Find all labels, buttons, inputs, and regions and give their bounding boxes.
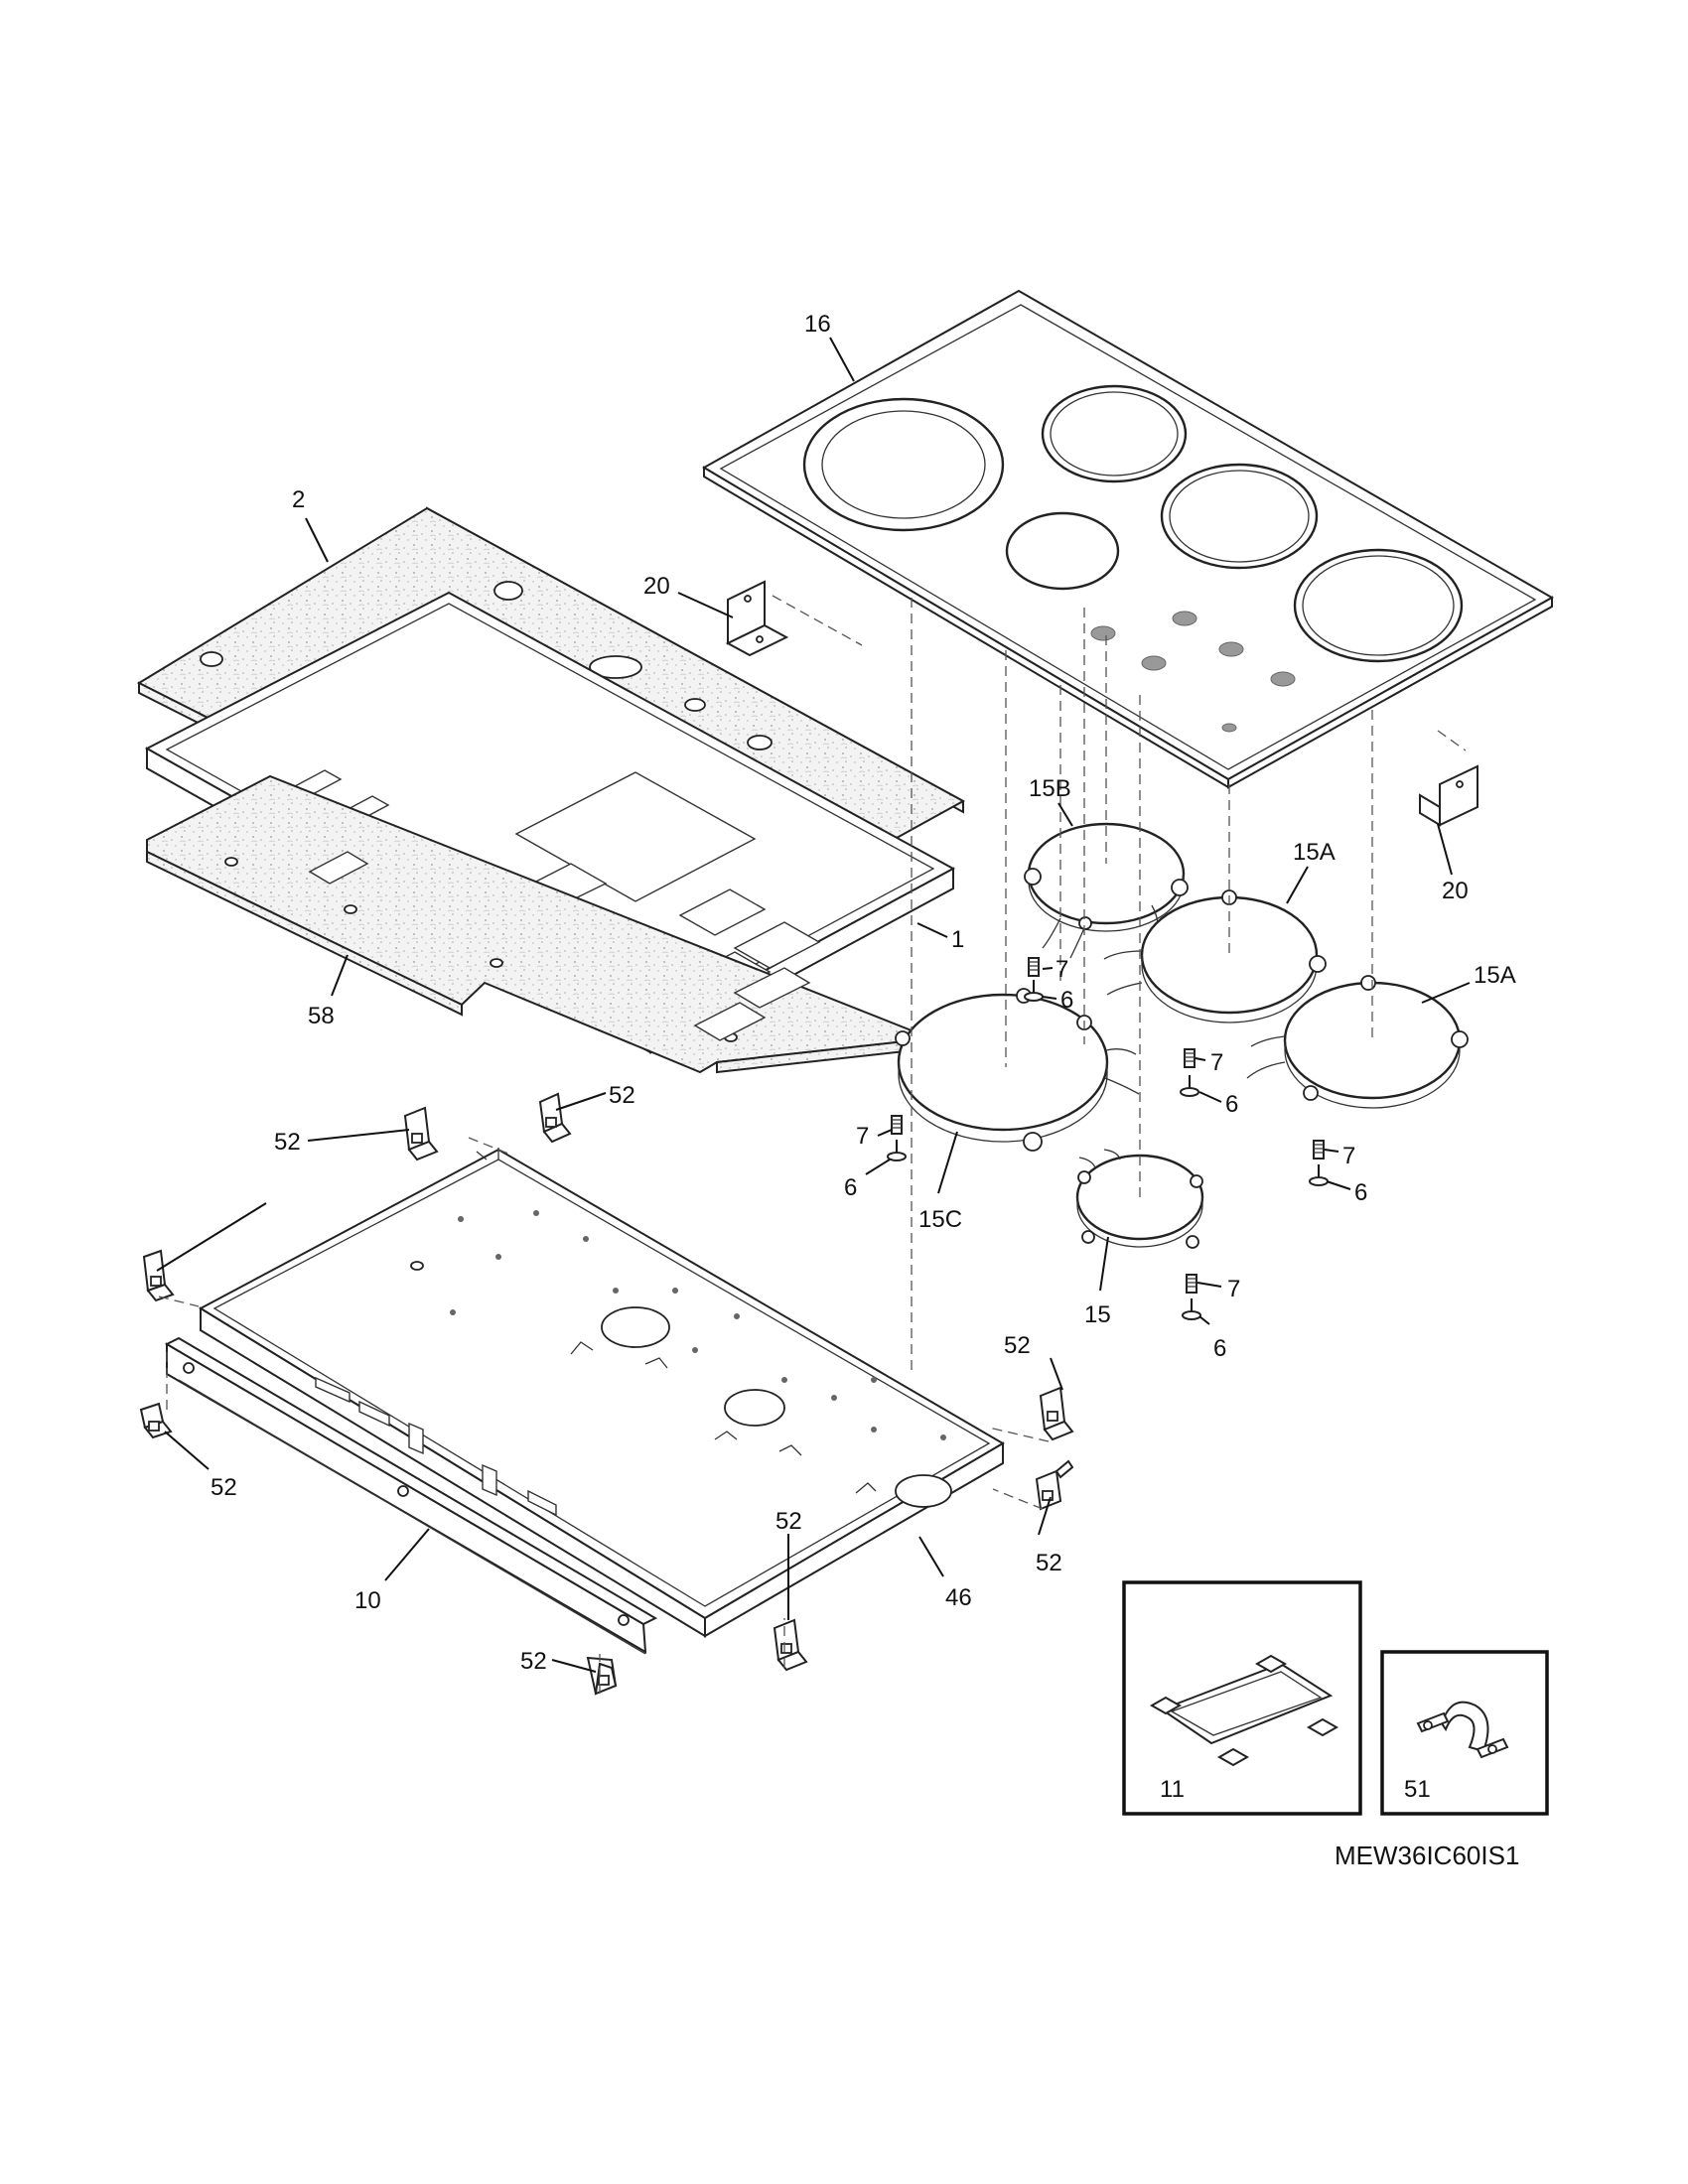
screw-part-6-d[interactable] [887,1140,907,1161]
callout-52-b: 52 [274,1129,301,1156]
callout-1: 1 [951,926,964,953]
callout-15: 15 [1084,1301,1111,1328]
model-code: MEW36IC60IS1 [1335,1841,1519,1870]
callout-15A-2: 15A [1474,962,1516,989]
bracket-part-20-right[interactable] [1419,764,1478,827]
alignment-lines [772,595,1467,1372]
clip-part-52-e[interactable] [1039,1386,1074,1441]
callout-52-d: 52 [1004,1332,1031,1359]
callout-52-f: 52 [775,1508,802,1535]
callout-52-e: 52 [1036,1550,1062,1576]
callout-58: 58 [308,1003,335,1029]
clip-part-52-c[interactable] [142,1249,175,1302]
callout-16: 16 [804,311,831,338]
spring-part-7-a[interactable] [1028,957,1040,977]
callout-15C: 15C [918,1206,962,1233]
callout-7-e: 7 [1227,1276,1240,1302]
callout-6-e: 6 [1213,1335,1226,1362]
screw-part-6-b[interactable] [1180,1075,1199,1097]
inset-label-11: 11 [1160,1776,1185,1803]
callout-52-c: 52 [211,1474,237,1501]
callout-20-right: 20 [1442,878,1469,904]
callout-7-b: 7 [1210,1049,1223,1076]
surface-element-part-15C[interactable] [895,988,1140,1152]
surface-element-part-15B[interactable] [1024,822,1189,959]
glass-cooktop-part-16[interactable] [702,289,1555,789]
inset-box-part-11[interactable] [1122,1580,1362,1816]
clip-part-52-h[interactable] [586,1656,618,1696]
box-screw-holes [450,1210,946,1440]
spring-part-7-b[interactable] [1184,1048,1196,1068]
callout-6-d: 6 [844,1174,857,1201]
callout-7-a: 7 [1055,956,1068,983]
callout-52-g: 52 [520,1648,547,1675]
callout-2: 2 [292,486,305,513]
callout-46: 46 [945,1584,972,1611]
callout-15A-1: 15A [1293,839,1336,866]
cooktop-box-part-46[interactable] [198,1148,1005,1638]
screw-part-6-c[interactable] [1309,1164,1329,1186]
callout-15B: 15B [1029,775,1071,802]
leader-lines [156,337,1471,1673]
clip-part-52-f[interactable] [1035,1459,1074,1511]
spring-part-7-d[interactable] [891,1115,903,1135]
clip-part-52-d[interactable] [139,1402,173,1439]
screw-part-6-e[interactable] [1182,1298,1201,1320]
bracket-part-20-left[interactable] [725,580,789,657]
spring-part-7-e[interactable] [1186,1274,1197,1294]
inset-label-51: 51 [1404,1776,1431,1803]
callout-7-c: 7 [1342,1143,1355,1169]
clip-part-52-g[interactable] [773,1618,808,1672]
callout-7-d: 7 [856,1123,869,1150]
callout-20-left: 20 [643,573,670,600]
callout-6-c: 6 [1354,1179,1367,1206]
callout-52-a: 52 [609,1082,635,1109]
trim-rail-part-10[interactable] [164,1336,658,1655]
clip-part-52-a[interactable] [403,1106,439,1161]
callout-10: 10 [354,1587,381,1614]
callout-6-b: 6 [1225,1091,1238,1118]
callout-6-a: 6 [1060,987,1073,1014]
callout-labels: 16 2 20 20 15B 15A 15A 1 58 7 6 7 6 7 6 … [211,311,1519,1870]
clip-part-52-b[interactable] [538,1092,572,1144]
spring-part-7-c[interactable] [1313,1140,1325,1160]
inset-box-part-51[interactable] [1380,1650,1549,1816]
